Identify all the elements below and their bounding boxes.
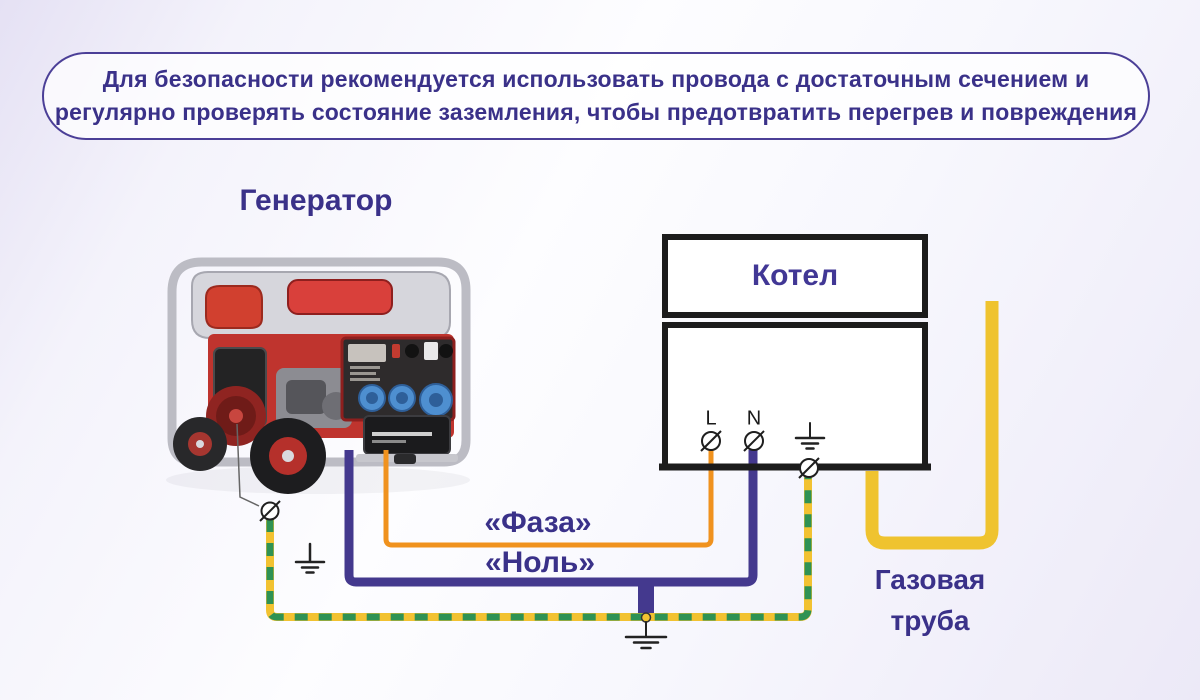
control-panel <box>340 336 456 422</box>
boiler-title-box: Котел <box>662 234 928 318</box>
boiler-label: Котел <box>751 259 839 292</box>
power-switch <box>392 344 400 358</box>
generator-label: Генератор <box>239 184 393 217</box>
rear-wheel <box>173 417 227 471</box>
safety-note-line2: регулярно проверять состояние заземления… <box>54 99 1138 125</box>
generator-shadow <box>166 466 470 494</box>
gas-pipe <box>865 301 999 550</box>
neutral-wire <box>344 450 758 587</box>
generator-canopy <box>191 271 451 339</box>
safety-note-line1: Для безопасности рекомендуется использов… <box>102 66 1090 92</box>
neutral-wire-label: «Ноль» <box>484 546 596 579</box>
neutral-earth-junction <box>640 612 652 623</box>
breaker <box>424 342 438 360</box>
earth-ground-icon-bottom <box>624 621 668 650</box>
generator-terminal-icon <box>259 500 281 522</box>
front-wheel <box>250 418 326 494</box>
gas-pipe-label: Газовая труба <box>875 559 986 641</box>
generator-photo <box>166 257 471 494</box>
terminal-l-label: L <box>705 407 717 430</box>
rubber-foot <box>394 454 416 464</box>
terminal-earth-icon <box>798 457 820 479</box>
terminal-n-icon <box>743 430 765 452</box>
earth-wire <box>266 472 812 621</box>
model-sticker <box>348 344 386 362</box>
earth-ground-icon-left <box>294 542 326 574</box>
earth-ground-icon-boiler <box>794 422 826 450</box>
gas-pipe-label-line1: Газовая <box>874 564 986 595</box>
generator-top-plate <box>287 279 393 315</box>
battery <box>356 415 458 462</box>
terminal-l-icon <box>700 430 722 452</box>
phase-wire-label: «Фаза» <box>484 506 592 539</box>
round-knob <box>405 344 419 358</box>
fuel-tank-cap <box>205 285 263 329</box>
generator-earth-lead <box>236 423 260 507</box>
safety-note-banner: Для безопасности рекомендуется использов… <box>42 52 1150 140</box>
gas-pipe-label-line2: труба <box>890 605 970 636</box>
neutral-ground-stub <box>638 578 654 616</box>
phase-wire <box>383 450 714 548</box>
terminal-n-label: N <box>746 407 762 430</box>
